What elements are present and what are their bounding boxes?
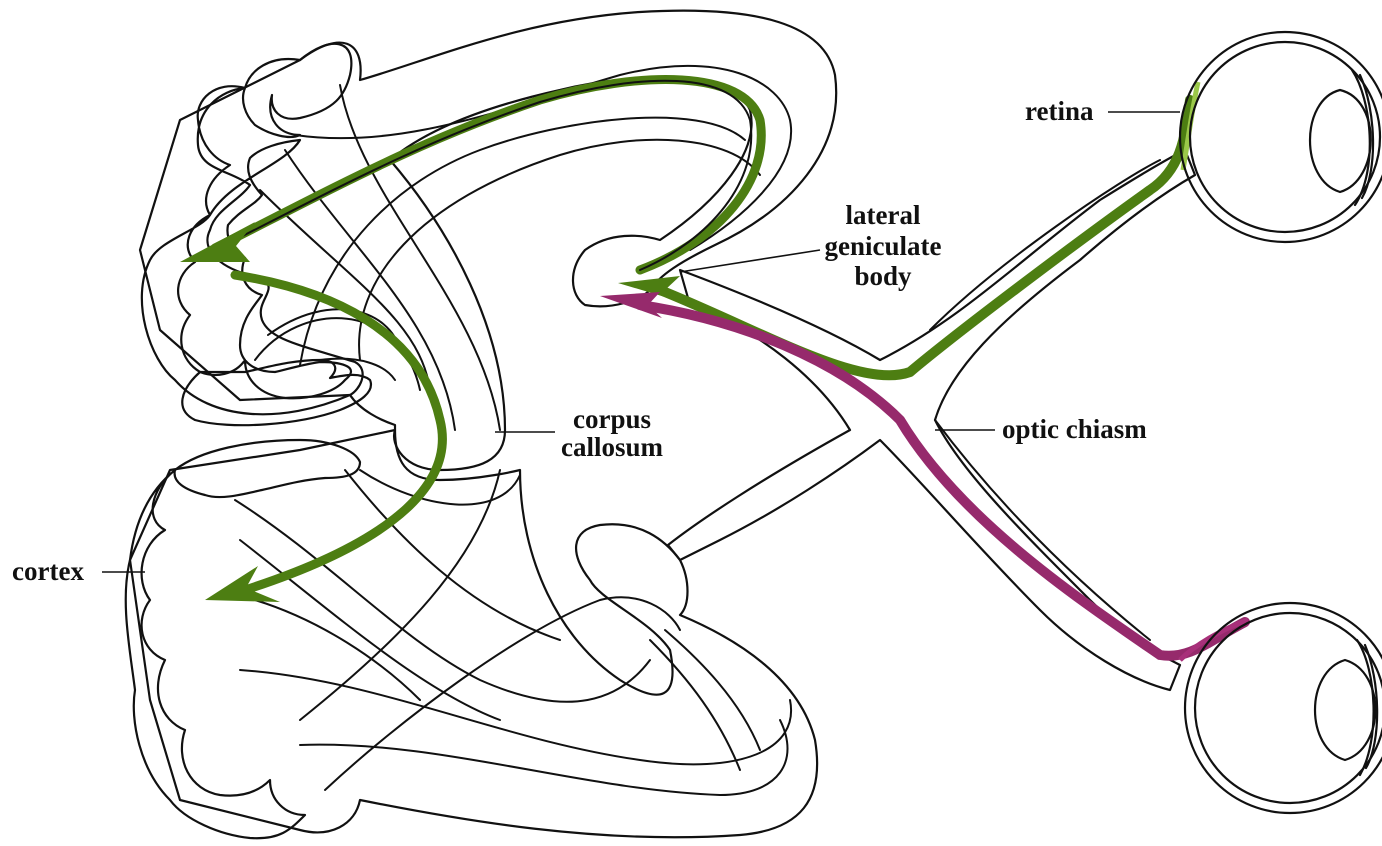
fiber-line xyxy=(665,630,760,750)
lower-temporal-lobe xyxy=(175,440,360,497)
fiber-line xyxy=(935,420,1150,640)
lower-hemisphere-white-matter xyxy=(130,430,817,837)
magenta-pathway xyxy=(600,292,1248,660)
fiber-line xyxy=(235,500,650,702)
upper-temporal-lobe xyxy=(182,360,371,425)
green-arrowhead-upper xyxy=(180,222,255,262)
label-lateral: lateral xyxy=(846,200,921,230)
fiber-line xyxy=(650,640,740,770)
upper-hemisphere-white-matter xyxy=(140,11,836,470)
black-core-line xyxy=(215,81,751,270)
magenta-tract xyxy=(640,305,1245,656)
cortex-gray-matter xyxy=(126,44,371,838)
eye-lower-icon xyxy=(1185,603,1382,813)
label-retina: retina xyxy=(1025,96,1094,126)
label-body: body xyxy=(854,261,912,291)
label-geniculate: geniculate xyxy=(825,231,942,261)
fiber-line xyxy=(300,720,788,795)
fiber-line xyxy=(240,670,791,764)
leader-lines xyxy=(102,112,1180,572)
lgb-leader xyxy=(680,250,820,272)
label-optic-chiasm: optic chiasm xyxy=(1002,414,1147,444)
fiber-line xyxy=(300,118,745,365)
label-cortex: cortex xyxy=(12,556,84,586)
label-corpus: corpus xyxy=(573,404,651,434)
label-callosum: callosum xyxy=(561,432,664,462)
eye-upper-icon xyxy=(1180,32,1382,242)
green-radiation-upper xyxy=(215,80,761,270)
green-pathway xyxy=(180,80,1198,602)
lower-cortex-gyri xyxy=(126,470,305,838)
green-radiation-lower xyxy=(235,275,442,590)
fiber-line xyxy=(345,470,560,640)
